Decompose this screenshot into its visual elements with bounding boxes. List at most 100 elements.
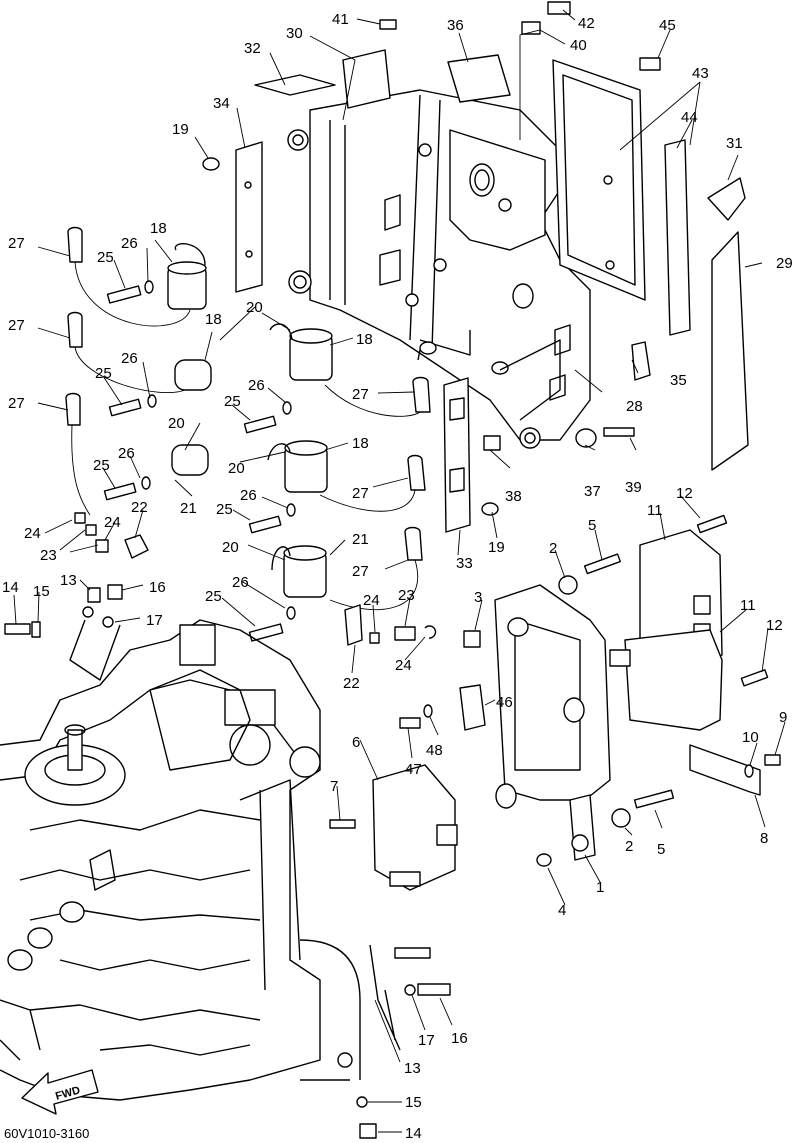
- plate-36: [447, 54, 511, 103]
- callout-20: 20: [168, 415, 185, 432]
- plate-30: [342, 49, 391, 109]
- callout-45: 45: [659, 17, 676, 34]
- callout-48: 48: [426, 742, 443, 759]
- callout-labels: 41 42 30 36 40 45 32 43 34 44 19 31 18 2…: [2, 11, 793, 1142]
- callout-21: 21: [180, 500, 197, 517]
- spark-plug-caps: [65, 226, 431, 611]
- callout-35: 35: [670, 372, 687, 389]
- callout-14: 14: [405, 1125, 422, 1142]
- callout-37: 37: [584, 483, 601, 500]
- callout-9: 9: [779, 709, 787, 726]
- callout-2: 2: [549, 540, 557, 557]
- callout-4: 4: [558, 902, 566, 919]
- cover-plates: [235, 49, 749, 533]
- callout-25: 25: [205, 588, 222, 605]
- callout-12: 12: [766, 617, 783, 634]
- callout-16: 16: [149, 579, 166, 596]
- lower-screws: [329, 514, 781, 867]
- callout-31: 31: [726, 135, 743, 152]
- callout-23: 23: [398, 587, 415, 604]
- plate-43: [552, 59, 646, 301]
- bolts-and-washers: [103, 280, 296, 642]
- top-screws: [202, 1, 661, 516]
- callout-27: 27: [8, 235, 25, 252]
- callout-11: 11: [740, 597, 756, 614]
- callout-23: 23: [40, 547, 57, 564]
- callout-24: 24: [363, 592, 380, 609]
- callout-17: 17: [146, 612, 163, 629]
- callout-36: 36: [447, 17, 464, 34]
- callout-40: 40: [570, 37, 587, 54]
- callout-22: 22: [343, 675, 360, 692]
- callout-11: 11: [647, 502, 663, 519]
- engine-powerhead: [0, 619, 361, 1101]
- callout-28: 28: [626, 398, 643, 415]
- callout-18: 18: [352, 435, 369, 452]
- callout-27: 27: [8, 395, 25, 412]
- callout-20: 20: [222, 539, 239, 556]
- callout-12: 12: [676, 485, 693, 502]
- callout-24: 24: [104, 514, 121, 531]
- callout-25: 25: [93, 457, 110, 474]
- callout-41: 41: [332, 11, 349, 28]
- callout-43: 43: [692, 65, 709, 82]
- callout-5: 5: [588, 517, 596, 534]
- leader-lines: [13, 9, 786, 1133]
- callout-18: 18: [205, 311, 222, 328]
- clamps-grommets: [74, 512, 437, 646]
- callout-21: 21: [352, 531, 369, 548]
- relay-46: [459, 684, 486, 731]
- callout-26: 26: [118, 445, 135, 462]
- callout-30: 30: [286, 25, 303, 42]
- callout-20: 20: [246, 299, 263, 316]
- unit-6: [372, 764, 456, 891]
- forward-direction-arrow: FWD: [21, 1069, 99, 1115]
- cap-31: [707, 177, 746, 221]
- callout-22: 22: [131, 499, 148, 516]
- callout-29: 29: [776, 255, 793, 272]
- callout-17: 17: [418, 1032, 435, 1049]
- callout-27: 27: [8, 317, 25, 334]
- callout-26: 26: [121, 350, 138, 367]
- callout-20: 20: [228, 460, 245, 477]
- callout-33: 33: [456, 555, 473, 572]
- callout-14: 14: [2, 579, 19, 596]
- plate-29: [711, 231, 749, 471]
- callout-25: 25: [97, 249, 114, 266]
- callout-42: 42: [578, 15, 595, 32]
- callout-25: 25: [224, 393, 241, 410]
- callout-7: 7: [330, 778, 338, 795]
- callout-26: 26: [232, 574, 249, 591]
- bracket-35: [631, 341, 651, 381]
- plate-33: [443, 377, 471, 533]
- ignition-coils: [167, 243, 333, 598]
- callout-6: 6: [352, 734, 360, 751]
- callout-18: 18: [150, 220, 167, 237]
- callout-25: 25: [95, 365, 112, 382]
- callout-8: 8: [760, 830, 768, 847]
- callout-18: 18: [356, 331, 373, 348]
- callout-13: 13: [404, 1060, 421, 1077]
- electrical-bracket-assembly: [287, 89, 591, 449]
- callout-27: 27: [352, 485, 369, 502]
- callout-26: 26: [248, 377, 265, 394]
- engine-hardware: [4, 584, 451, 1139]
- callout-44: 44: [681, 109, 698, 126]
- callout-3: 3: [474, 589, 482, 606]
- callout-13: 13: [60, 572, 77, 589]
- callout-46: 46: [496, 694, 513, 711]
- callout-27: 27: [352, 563, 369, 580]
- callout-47: 47: [405, 761, 422, 778]
- callout-10: 10: [742, 729, 759, 746]
- plate-44: [664, 139, 691, 336]
- plate-32: [254, 74, 336, 96]
- cdi-units: [372, 529, 723, 891]
- callout-38: 38: [505, 488, 522, 505]
- callout-15: 15: [33, 583, 50, 600]
- callout-25: 25: [216, 501, 233, 518]
- callout-5: 5: [657, 841, 665, 858]
- plate-34: [235, 141, 263, 293]
- callout-2: 2: [625, 838, 633, 855]
- callout-15: 15: [405, 1094, 422, 1111]
